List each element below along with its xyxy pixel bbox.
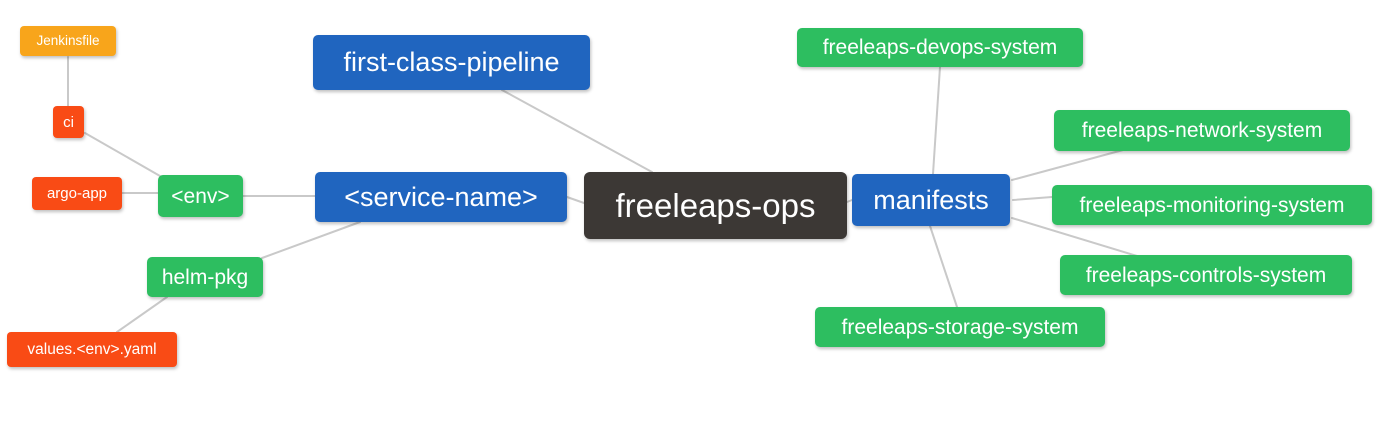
node-freeleaps-devops-system[interactable]: freeleaps-devops-system [797,28,1083,67]
edge-manifests-to-freeleaps-devops-system [932,66,941,175]
node-freeleaps-storage-system[interactable]: freeleaps-storage-system [815,307,1105,347]
edge-helm-pkg-to-values-env-yaml [116,296,168,333]
node-freeleaps-monitoring-system[interactable]: freeleaps-monitoring-system [1052,185,1372,225]
node-jenkinsfile[interactable]: Jenkinsfile [20,26,116,56]
node-freeleaps-ops[interactable]: freeleaps-ops [584,172,847,239]
edge-ci-to-env [84,132,161,177]
edge-manifests-to-freeleaps-monitoring-system [1012,196,1053,201]
node-freeleaps-network-system[interactable]: freeleaps-network-system [1054,110,1350,151]
edge-manifests-to-freeleaps-storage-system [929,225,958,308]
node-helm-pkg[interactable]: helm-pkg [147,257,263,297]
edge-freeleaps-ops-to-manifests [846,199,853,203]
edge-service-name-to-freeleaps-ops [566,196,585,204]
node-freeleaps-controls-system[interactable]: freeleaps-controls-system [1060,255,1352,295]
edge-first-class-pipeline-to-freeleaps-ops [501,89,653,173]
node-argo-app[interactable]: argo-app [32,177,122,210]
node-service-name[interactable]: <service-name> [315,172,567,222]
node-manifests[interactable]: manifests [852,174,1010,226]
edge-manifests-to-freeleaps-controls-system [1011,217,1138,257]
node-values-env-yaml[interactable]: values.<env>.yaml [7,332,177,367]
node-env[interactable]: <env> [158,175,243,217]
edge-manifests-to-freeleaps-network-system [1011,149,1124,181]
node-ci[interactable]: ci [53,106,84,138]
node-first-class-pipeline[interactable]: first-class-pipeline [313,35,590,90]
edge-service-name-to-helm-pkg [261,221,361,259]
